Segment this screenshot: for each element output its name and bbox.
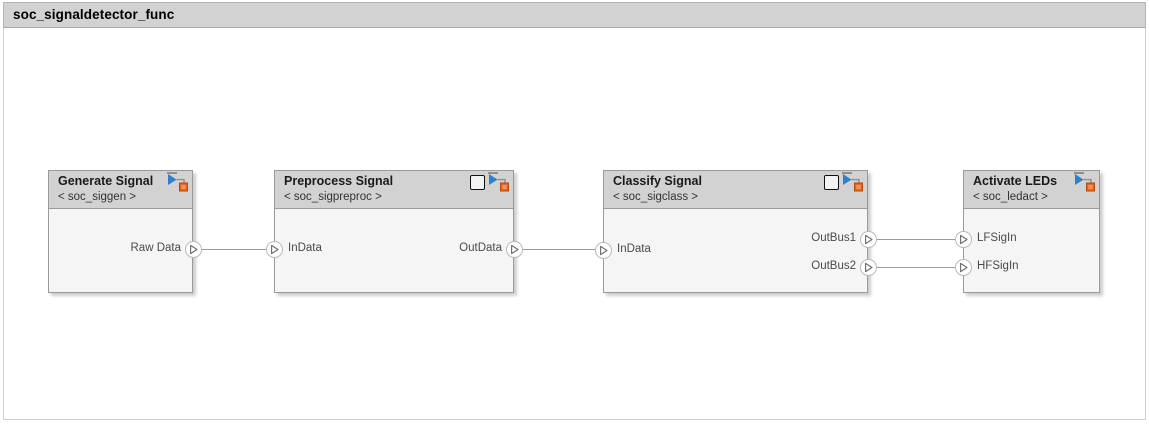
block-body-classify-signal	[604, 209, 867, 292]
input-port-preprocess-signal-0[interactable]	[266, 241, 283, 258]
block-subtitle-preprocess-signal: < soc_sigpreproc >	[284, 191, 382, 203]
output-port-label-preprocess-signal-0: OutData	[459, 242, 502, 254]
block-title-classify-signal: Classify Signal	[613, 174, 702, 188]
model-canvas[interactable]	[3, 28, 1146, 420]
block-header-generate-signal: Generate Signal < soc_siggen >	[49, 171, 192, 209]
signal-line-raw-data-to-indata[interactable]	[202, 249, 266, 250]
input-port-label-activate-leds-1: HFSigIn	[977, 260, 1019, 272]
input-port-label-classify-signal-0: InData	[617, 243, 651, 255]
block-title-generate-signal: Generate Signal	[58, 174, 154, 188]
model-reference-badge-icon	[1074, 172, 1096, 192]
block-generate-signal[interactable]: Generate Signal < soc_siggen >	[48, 170, 193, 293]
block-title-activate-leds: Activate LEDs	[973, 174, 1058, 188]
block-body-activate-leds	[964, 209, 1099, 292]
input-port-activate-leds-0[interactable]	[955, 231, 972, 248]
block-header-activate-leds: Activate LEDs < soc_ledact >	[964, 171, 1099, 209]
input-port-label-preprocess-signal-0: InData	[288, 242, 322, 254]
signal-line-outbus2-to-hfsigin[interactable]	[877, 267, 955, 268]
model-title: soc_signaldetector_func	[13, 7, 175, 22]
output-port-label-generate-signal-0: Raw Data	[130, 242, 182, 254]
block-preprocess-signal[interactable]: Preprocess Signal < soc_sigpreproc >	[274, 170, 514, 293]
input-port-activate-leds-1[interactable]	[955, 259, 972, 276]
block-square-icon	[470, 175, 485, 190]
output-port-classify-signal-1[interactable]	[860, 259, 877, 276]
output-port-label-classify-signal-1: OutBus2	[811, 260, 856, 272]
signal-line-outbus1-to-lfsigin[interactable]	[877, 239, 955, 240]
block-square-icon	[824, 175, 839, 190]
signal-line-outdata-to-indata[interactable]	[523, 249, 595, 250]
model-reference-badge-icon	[842, 172, 864, 192]
input-port-classify-signal-0[interactable]	[595, 242, 612, 259]
block-header-preprocess-signal: Preprocess Signal < soc_sigpreproc >	[275, 171, 513, 209]
output-port-preprocess-signal-0[interactable]	[506, 241, 523, 258]
block-body-preprocess-signal	[275, 209, 513, 292]
block-body-generate-signal	[49, 209, 192, 292]
model-reference-badge-icon	[488, 172, 510, 192]
output-port-classify-signal-0[interactable]	[860, 231, 877, 248]
block-subtitle-classify-signal: < soc_sigclass >	[613, 191, 699, 203]
model-reference-badge-icon	[167, 172, 189, 192]
block-subtitle-generate-signal: < soc_siggen >	[58, 191, 137, 203]
block-classify-signal[interactable]: Classify Signal < soc_sigclass >	[603, 170, 868, 293]
output-port-label-classify-signal-0: OutBus1	[811, 232, 856, 244]
output-port-generate-signal-0[interactable]	[185, 241, 202, 258]
model-title-bar: soc_signaldetector_func	[3, 2, 1146, 28]
block-subtitle-activate-leds: < soc_ledact >	[973, 191, 1048, 203]
input-port-label-activate-leds-0: LFSigIn	[977, 232, 1017, 244]
block-header-classify-signal: Classify Signal < soc_sigclass >	[604, 171, 867, 209]
block-title-preprocess-signal: Preprocess Signal	[284, 174, 394, 188]
